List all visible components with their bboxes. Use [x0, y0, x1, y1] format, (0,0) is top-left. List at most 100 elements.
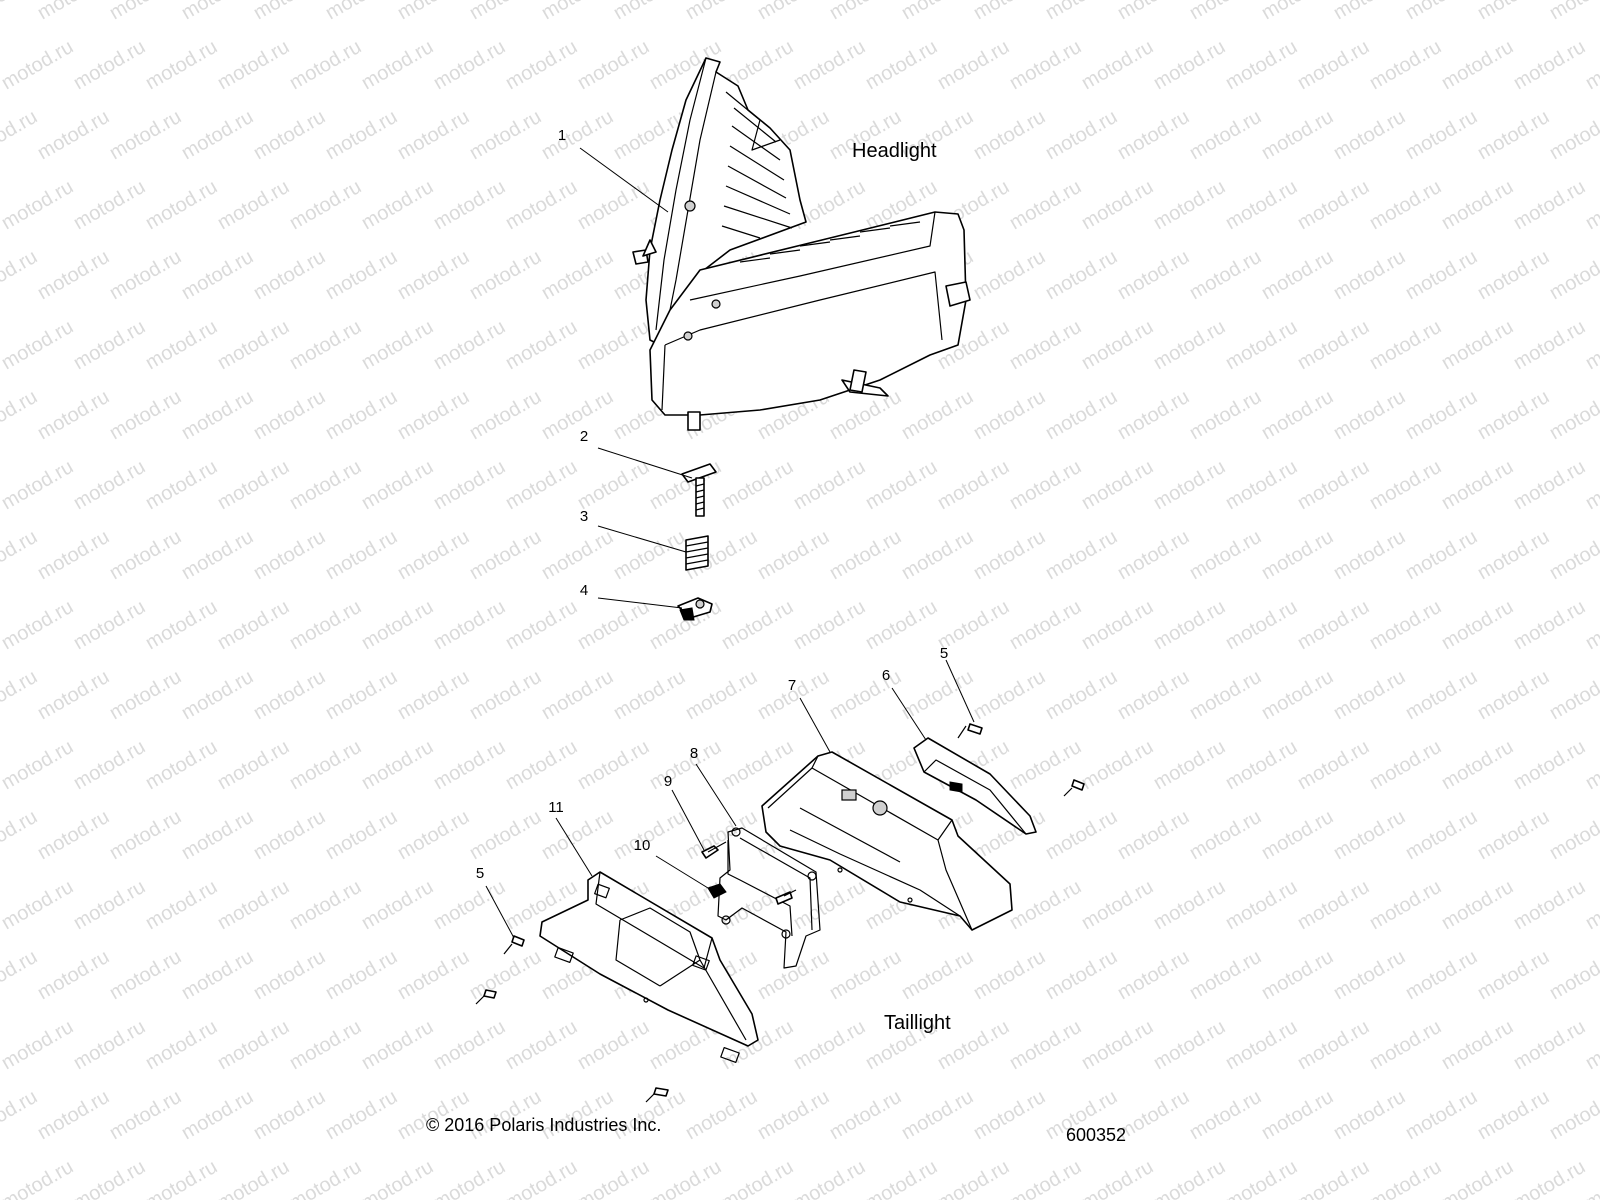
- watermark-text: motod.ru: [574, 1016, 653, 1075]
- watermark-text: motod.ru: [1258, 246, 1337, 305]
- watermark-text: motod.ru: [1258, 0, 1337, 24]
- watermark-text: motod.ru: [70, 596, 149, 655]
- watermark-text: motod.ru: [0, 386, 41, 445]
- watermark-text: motod.ru: [1078, 1016, 1157, 1075]
- watermark-text: motod.ru: [178, 806, 257, 865]
- watermark-text: motod.ru: [1114, 526, 1193, 585]
- watermark-text: motod.ru: [1042, 806, 1121, 865]
- watermark-text: motod.ru: [826, 0, 905, 24]
- watermark-text: motod.ru: [322, 386, 401, 445]
- watermark-text: motod.ru: [1510, 876, 1589, 935]
- watermark-text: motod.ru: [0, 176, 77, 235]
- watermark-text: motod.ru: [538, 666, 617, 725]
- watermark-text: motod.ru: [322, 1086, 401, 1145]
- watermark-text: motod.ru: [250, 946, 329, 1005]
- watermark-text: motod.ru: [178, 106, 257, 165]
- watermark-text: motod.ru: [1150, 736, 1229, 795]
- watermark-text: motod.ru: [574, 736, 653, 795]
- watermark-text: motod.ru: [682, 806, 761, 865]
- clip-nut: [677, 597, 713, 621]
- watermark-text: motod.ru: [1402, 106, 1481, 165]
- watermark-text: motod.ru: [970, 0, 1049, 24]
- watermark-text: motod.ru: [286, 176, 365, 235]
- watermark-text: motod.ru: [1474, 946, 1553, 1005]
- watermark-text: motod.ru: [1222, 1016, 1301, 1075]
- watermark-text: motod.ru: [1366, 1016, 1445, 1075]
- watermark-text: motod.ru: [34, 246, 113, 305]
- watermark-text: motod.ru: [1510, 1016, 1589, 1075]
- watermark-text: motod.ru: [106, 246, 185, 305]
- watermark-text: motod.ru: [286, 876, 365, 935]
- watermark-text: motod.ru: [1510, 1156, 1589, 1200]
- watermark-text: motod.ru: [142, 36, 221, 95]
- watermark-text: motod.ru: [178, 1086, 257, 1145]
- watermark-text: motod.ru: [754, 946, 833, 1005]
- watermark-text: motod.ru: [502, 1156, 581, 1200]
- watermark-text: motod.ru: [358, 456, 437, 515]
- watermark-text: motod.ru: [1546, 246, 1600, 305]
- watermark-text: motod.ru: [466, 106, 545, 165]
- callout-11: 11: [548, 799, 564, 816]
- watermark-text: motod.ru: [1258, 526, 1337, 585]
- watermark-text: motod.ru: [790, 876, 869, 935]
- watermark-text: motod.ru: [1438, 1016, 1517, 1075]
- callout-10: 10: [634, 837, 651, 854]
- watermark-text: motod.ru: [250, 1086, 329, 1145]
- watermark-text: motod.ru: [1330, 386, 1409, 445]
- watermark-text: motod.ru: [610, 806, 689, 865]
- watermark-text: motod.ru: [286, 1016, 365, 1075]
- watermark-text: motod.ru: [970, 1086, 1049, 1145]
- watermark-text: motod.ru: [1402, 0, 1481, 24]
- watermark-text: motod.ru: [1438, 1156, 1517, 1200]
- watermark-text: motod.ru: [142, 456, 221, 515]
- watermark-text: motod.ru: [790, 36, 869, 95]
- section-label-headlight: Headlight: [852, 140, 937, 162]
- watermark-text: motod.ru: [1546, 526, 1600, 585]
- watermark-text: motod.ru: [286, 1156, 365, 1200]
- watermark-text: motod.ru: [0, 1016, 77, 1075]
- watermark-text: motod.ru: [1042, 526, 1121, 585]
- watermark-text: motod.ru: [1582, 316, 1600, 375]
- watermark-text: motod.ru: [430, 876, 509, 935]
- screw-5-left: [503, 935, 525, 955]
- watermark-text: motod.ru: [574, 316, 653, 375]
- watermark-text: motod.ru: [1114, 386, 1193, 445]
- watermark-text: motod.ru: [322, 806, 401, 865]
- watermark-text: motod.ru: [1438, 176, 1517, 235]
- watermark-text: motod.ru: [1402, 246, 1481, 305]
- watermark-text: motod.ru: [1330, 526, 1409, 585]
- watermark-text: motod.ru: [214, 1016, 293, 1075]
- watermark-text: motod.ru: [178, 246, 257, 305]
- watermark-text: motod.ru: [1474, 666, 1553, 725]
- watermark-text: motod.ru: [538, 0, 617, 24]
- watermark-text: motod.ru: [0, 1086, 41, 1145]
- watermark-text: motod.ru: [106, 526, 185, 585]
- watermark-text: motod.ru: [394, 806, 473, 865]
- watermark-text: motod.ru: [466, 386, 545, 445]
- watermark-text: motod.ru: [898, 0, 977, 24]
- callout-5-left: 5: [476, 865, 484, 882]
- taillight-bezel: [539, 871, 759, 1064]
- watermark-text: motod.ru: [1510, 36, 1589, 95]
- watermark-text: motod.ru: [430, 176, 509, 235]
- watermark-text: motod.ru: [574, 596, 653, 655]
- watermark-text: motod.ru: [358, 876, 437, 935]
- callout-9: 9: [664, 773, 672, 790]
- watermark-text: motod.ru: [0, 596, 77, 655]
- watermark-text: motod.ru: [1474, 246, 1553, 305]
- watermark-text: motod.ru: [142, 1156, 221, 1200]
- watermark-text: motod.ru: [322, 526, 401, 585]
- watermark-text: motod.ru: [214, 596, 293, 655]
- watermark-text: motod.ru: [1402, 946, 1481, 1005]
- watermark-text: motod.ru: [1042, 246, 1121, 305]
- watermark-text: motod.ru: [0, 876, 77, 935]
- watermark-text: motod.ru: [394, 0, 473, 24]
- watermark-text: motod.ru: [0, 946, 41, 1005]
- watermark-text: motod.ru: [1222, 176, 1301, 235]
- watermark-text: motod.ru: [430, 456, 509, 515]
- watermark-text: motod.ru: [0, 736, 77, 795]
- watermark-text: motod.ru: [610, 0, 689, 24]
- watermark-text: motod.ru: [718, 456, 797, 515]
- callout-1: 1: [558, 127, 566, 144]
